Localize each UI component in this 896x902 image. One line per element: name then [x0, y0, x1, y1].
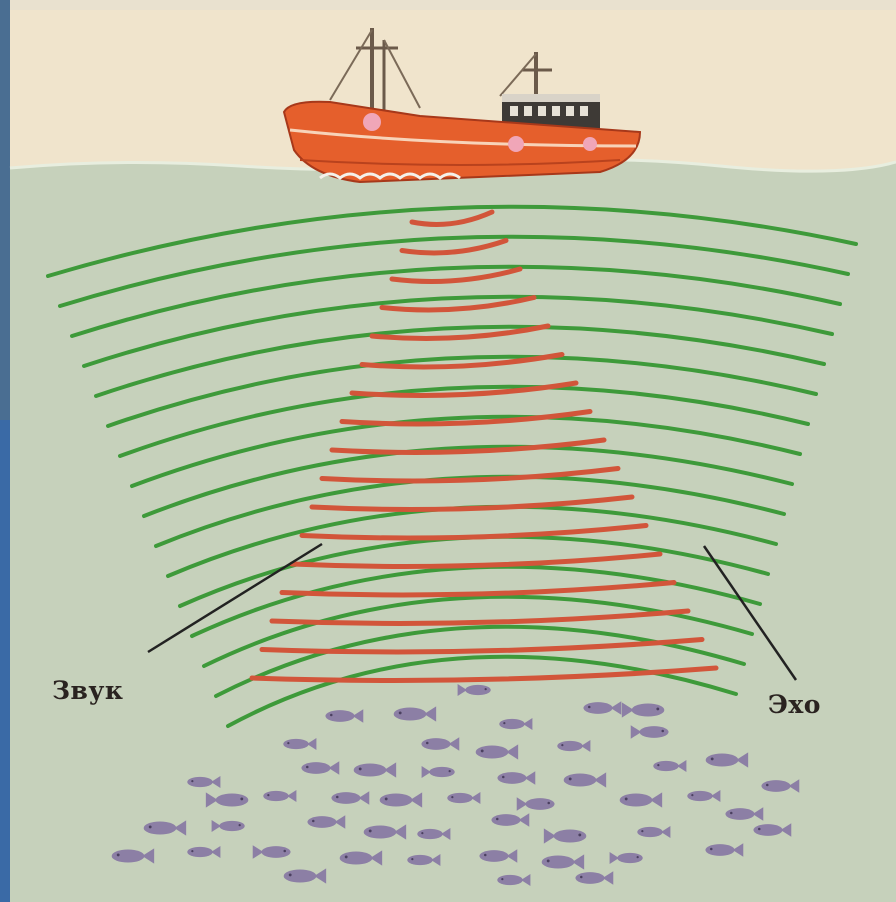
- water: [10, 159, 896, 902]
- sound-label: Звук: [52, 676, 123, 705]
- echo-label: Эхо: [768, 690, 821, 719]
- left-edge-strip-top: [0, 0, 10, 420]
